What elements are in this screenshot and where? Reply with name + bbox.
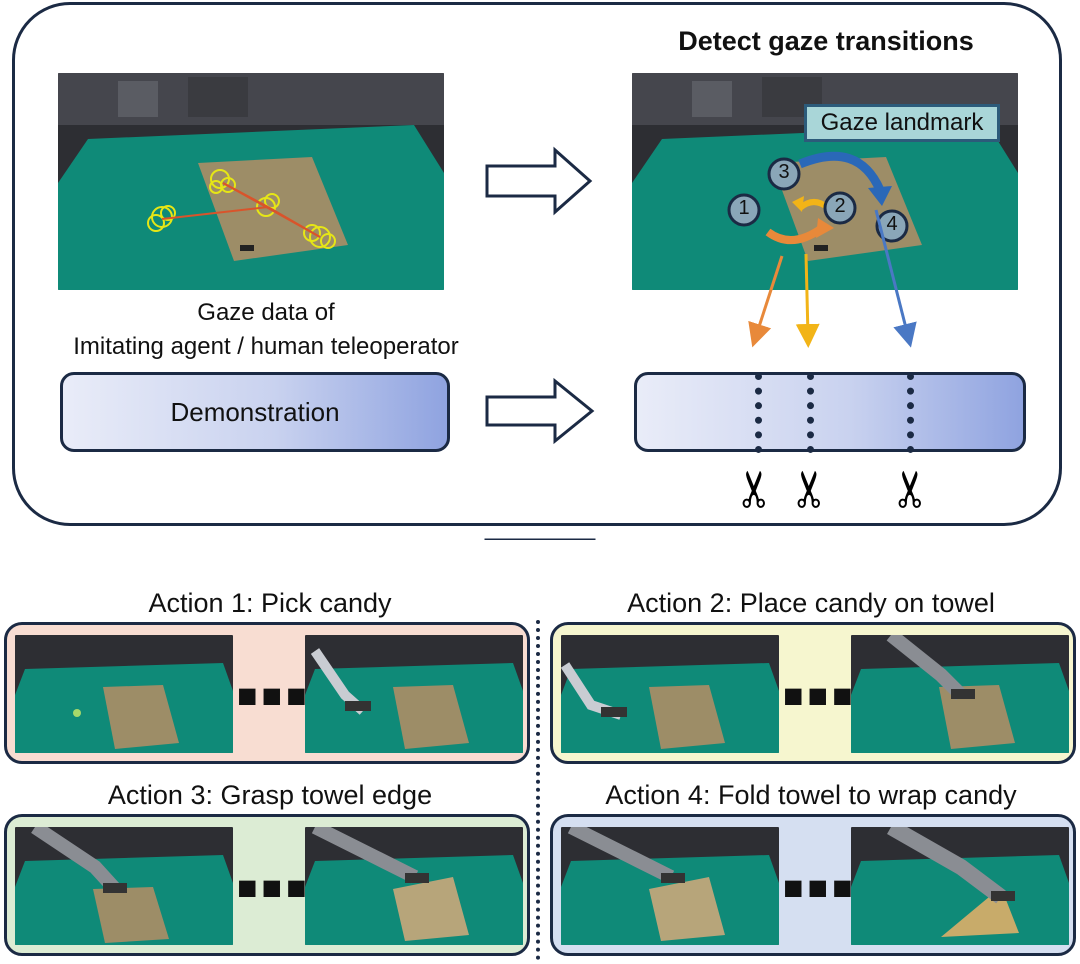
action-3-title: Action 3: Grasp towel edge (107, 780, 433, 810)
transition-arrow-1-2 (765, 224, 825, 244)
action-4-title: Action 4: Fold towel to wrap candy (605, 780, 1017, 810)
cut-arrow-1 (748, 255, 784, 348)
action-2-panel: ■■■ (550, 622, 1076, 764)
cut-line-1 (755, 373, 762, 453)
gaze-transition-overlay (484, 146, 917, 540)
caption-line-1: Gaze data of (197, 299, 335, 326)
cut-arrow-3 (874, 209, 917, 348)
action-2-frame-start (561, 635, 779, 753)
caption-line-2: Imitating agent / human teleoperator (73, 333, 459, 360)
action-3-frame-end (305, 827, 523, 945)
action-4-frame-end (851, 827, 1069, 945)
action-4-frame-start (561, 827, 779, 945)
action-1-frame-start (15, 635, 233, 753)
transition-arrow-3-4 (798, 151, 885, 192)
scissors-icon: ✂ (727, 468, 783, 510)
action-2-ellipsis: ■■■ (783, 677, 857, 715)
demonstration-label: Demonstration (170, 396, 340, 427)
action-3-panel: ■■■ (4, 814, 530, 956)
panel-divider (536, 620, 540, 960)
gaze-landmark-label: Gaze landmark (804, 104, 1000, 142)
gaze-step-3: 3 (778, 161, 790, 183)
cut-line-3 (907, 373, 914, 453)
gaze-detection-frame (12, 2, 1062, 526)
action-1-frame-end (305, 635, 523, 753)
gaze-data-photo (58, 73, 444, 290)
action-1-panel: ■■■ (4, 622, 530, 764)
right-arrow-top (485, 146, 593, 216)
gaze-step-1: 1 (738, 197, 750, 219)
action-3-frame-start (15, 827, 233, 945)
action-4-panel: ■■■ (550, 814, 1076, 956)
scissors-icon: ✂ (883, 468, 939, 510)
cut-arrow-2 (795, 253, 820, 348)
action-4-ellipsis: ■■■ (783, 869, 857, 907)
segmented-timeline (634, 372, 1026, 453)
cut-line-2 (807, 373, 814, 453)
gaze-data-caption: Gaze data of Imitating agent / human tel… (26, 296, 506, 364)
action-2-frame-end (851, 635, 1069, 753)
gaze-step-4: 4 (886, 213, 898, 235)
scissors-icon: ✂ (782, 468, 838, 510)
page-title: Detect gaze transitions (678, 26, 974, 56)
gaze-points (727, 157, 909, 243)
gaze-step-2: 2 (834, 195, 846, 217)
action-2-title: Action 2: Place candy on towel (627, 588, 995, 618)
action-3-ellipsis: ■■■ (237, 869, 311, 907)
right-arrow-bottom (485, 377, 595, 445)
demonstration-box: Demonstration (60, 372, 450, 452)
action-1-title: Action 1: Pick candy (148, 588, 392, 618)
action-1-ellipsis: ■■■ (237, 677, 311, 715)
